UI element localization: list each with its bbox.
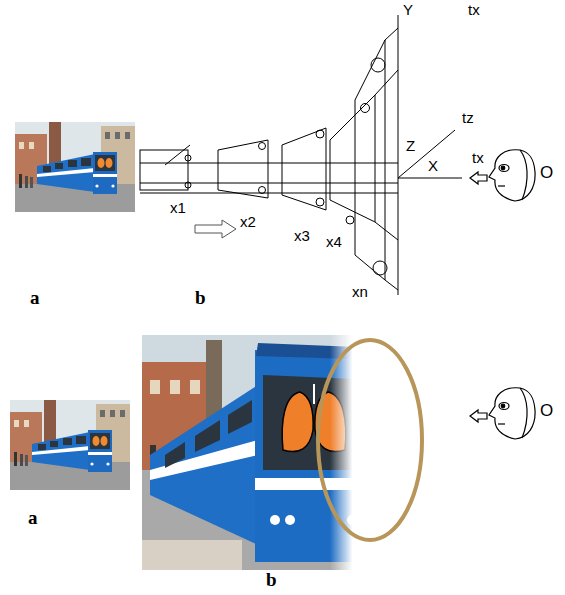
position-label: x2 (240, 214, 256, 231)
axis-label: X (428, 158, 438, 175)
panel-label: a (28, 508, 38, 529)
axis-label: Z (406, 138, 415, 155)
panel-label: a (30, 288, 40, 309)
axis-label: tx (472, 150, 484, 167)
position-label: x3 (294, 228, 310, 245)
axis-label: Y (403, 2, 413, 19)
observer-label: O (540, 164, 553, 183)
position-label: xn (352, 284, 368, 301)
position-label: x1 (170, 200, 186, 217)
position-label: x4 (326, 234, 342, 251)
axis-label: tx (468, 2, 480, 19)
panel-label: b (195, 288, 206, 309)
observer-label: O (540, 402, 553, 421)
axis-label: tz (462, 110, 474, 127)
panel-label: b (266, 570, 277, 591)
